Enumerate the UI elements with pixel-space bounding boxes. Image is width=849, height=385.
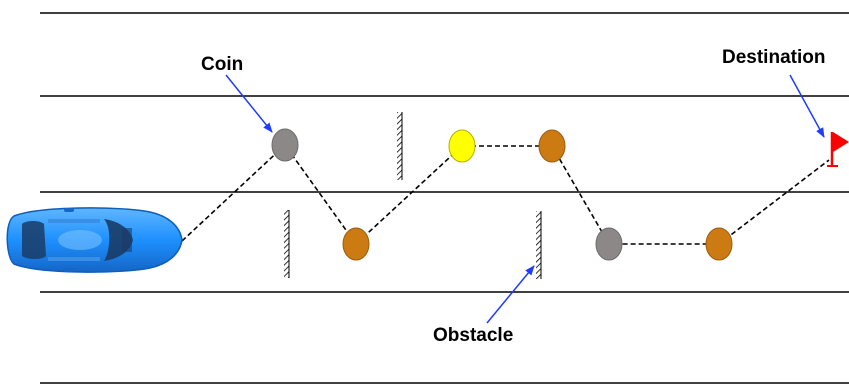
barrier-icon	[536, 211, 541, 279]
coin-3	[448, 129, 476, 163]
coin-5	[595, 227, 623, 261]
annotation-arrows	[225, 74, 825, 324]
obstacle-arrow	[486, 265, 535, 324]
obstacles	[284, 112, 542, 279]
coin-arrow	[225, 74, 273, 133]
lane-lines	[40, 12, 849, 384]
coin-6	[705, 227, 733, 261]
route-path	[181, 143, 830, 246]
destination-arrow	[789, 74, 825, 138]
coin-label: Coin	[201, 54, 243, 75]
barrier-icon	[284, 210, 289, 278]
coin-1	[271, 128, 299, 162]
barrier-icon	[397, 112, 402, 180]
obstacle-label: Obstacle	[433, 325, 513, 346]
coins	[271, 128, 733, 261]
coin-2	[342, 227, 370, 261]
coin-4	[538, 129, 566, 163]
flag-icon	[827, 132, 849, 167]
destination-label: Destination	[722, 47, 825, 68]
car-icon	[6, 207, 183, 273]
